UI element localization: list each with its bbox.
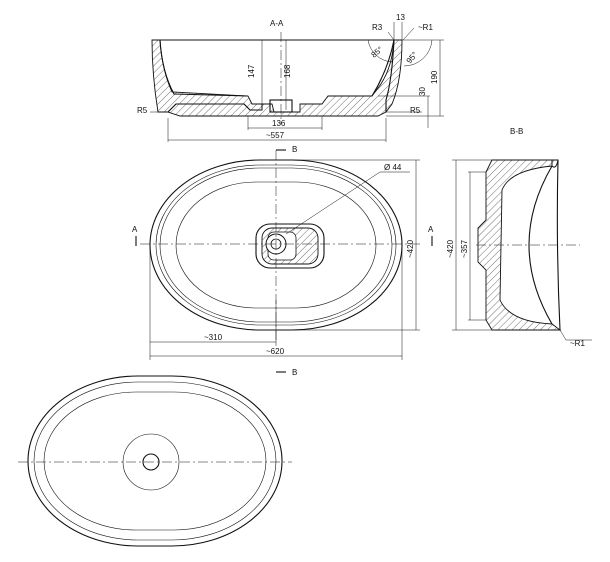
dim-r1-top: ~R1 xyxy=(418,23,433,32)
dia-44-leader xyxy=(285,171,381,235)
dim-bb-357: ~357 xyxy=(460,239,469,258)
section-a-a-left-wall xyxy=(151,39,263,113)
dim-r3: R3 xyxy=(372,23,383,32)
section-b-b: B-B ~420 ~357 ~R1 xyxy=(446,127,592,348)
dim-r3-leader xyxy=(387,31,395,41)
dia-44: Ø 44 xyxy=(384,163,402,172)
dim-620: ~620 xyxy=(266,347,285,356)
bottom-view-outer-rim xyxy=(27,375,283,547)
dim-557: ~557 xyxy=(266,131,285,140)
dim-30: 30 xyxy=(418,87,427,96)
section-b-b-title: B-B xyxy=(510,127,523,136)
dim-r5-right: R5 xyxy=(410,106,421,115)
section-a-a-title: A-A xyxy=(270,19,284,28)
dim-r1-leader xyxy=(402,27,415,41)
dim-bb-r1: ~R1 xyxy=(570,339,585,348)
section-a-a-right-wall xyxy=(385,39,395,112)
angle-85-arc xyxy=(367,39,393,63)
dim-bb-420: ~420 xyxy=(446,239,455,258)
dim-r5-left: R5 xyxy=(137,106,148,115)
section-b-b-shell xyxy=(477,159,562,331)
bottom-view xyxy=(18,375,292,547)
section-a-a-bottom xyxy=(167,39,403,117)
angle-85: 85° xyxy=(370,45,385,60)
section-a-a-inner-floor xyxy=(159,39,395,97)
dim-147: 147 xyxy=(247,64,256,78)
dim-420: ~420 xyxy=(406,239,415,258)
angle-95-arc xyxy=(403,39,433,67)
dim-310: ~310 xyxy=(204,333,223,342)
bottom-view-rim-line-2 xyxy=(33,381,277,541)
dim-bb-r1-leader xyxy=(559,329,567,341)
dim-168: 168 xyxy=(283,64,292,78)
section-b-b-rim-corner xyxy=(551,159,559,168)
bottom-view-base xyxy=(43,391,267,531)
section-a-label-right: A xyxy=(428,225,434,234)
section-b-label-bottom: B xyxy=(292,368,297,377)
section-b-b-inner-curve xyxy=(528,165,553,325)
section-a-a: A-A 147 168 R3 13 ~R1 85° 95° xyxy=(137,13,444,142)
top-view-drain-housing xyxy=(255,223,325,269)
dim-13: 13 xyxy=(396,13,405,22)
top-view: B B A A Ø 44 ~420 ~310 ~620 xyxy=(132,145,434,377)
dim-136: 136 xyxy=(272,119,286,128)
section-a-label-left: A xyxy=(132,225,138,234)
dim-190: 190 xyxy=(430,70,439,84)
section-b-label-top: B xyxy=(292,145,297,154)
